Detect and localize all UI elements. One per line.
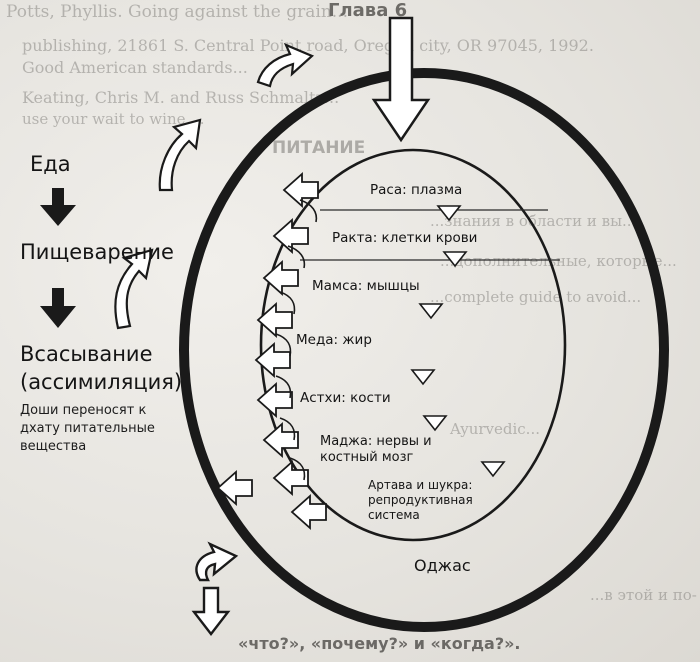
arrow-out-3 xyxy=(262,259,299,297)
bleed-chapter-heading: Глава 6 xyxy=(328,0,408,21)
outer-ring xyxy=(179,68,669,632)
bleed-line-2: publishing, 21861 S. Central Point road,… xyxy=(22,36,594,55)
arrow-out-1 xyxy=(282,171,319,209)
arrow-out-5 xyxy=(254,341,291,379)
bleed-line-8: ...complete guide to avoid... xyxy=(430,288,642,306)
flow-label-digestion: Пищеварение xyxy=(20,240,174,264)
bleed-line-9: Ayurvedic... xyxy=(450,420,540,438)
tissue-asthi: Астхи: кости xyxy=(300,390,391,406)
arrow-out-9 xyxy=(290,493,327,531)
rising-arrows xyxy=(114,42,315,330)
bleed-line-5: use your wait to wine ... xyxy=(22,110,205,128)
inner-ring xyxy=(259,148,567,542)
arrow-out-10 xyxy=(216,469,253,507)
bleed-line-1: Potts, Phyllis. Going against the grain.… xyxy=(6,2,348,22)
flow-label-assimilation: (ассимиляция) xyxy=(20,370,183,394)
tissue-artava-shukra: Артава и шукра: репродуктивная система xyxy=(368,478,473,522)
bleed-line-11: «что?», «почему?» и «когда?». xyxy=(238,634,521,653)
flow-note-doshas: Доши переносят к дхату питательные вещес… xyxy=(20,403,155,454)
bleed-line-7: ...дополнительные, которые... xyxy=(440,252,677,270)
arrow-out-4 xyxy=(256,301,293,339)
tissue-rakta: Ракта: клетки крови xyxy=(332,230,478,246)
tissue-mamsa: Мамса: мышцы xyxy=(312,278,420,294)
inner-arrow-4 xyxy=(410,369,436,386)
exit-arrow xyxy=(191,541,239,636)
bleed-line-4: Keating, Chris M. and Russ Schmaltz... xyxy=(22,88,340,107)
bleed-section-heading: ПИТАНИЕ xyxy=(272,138,366,158)
link-arcs xyxy=(275,199,318,481)
inner-down-arrows xyxy=(410,205,506,478)
arrow-out-2 xyxy=(272,217,309,255)
arrow-out-6 xyxy=(256,381,293,419)
arrow-out-8 xyxy=(272,459,309,497)
outgoing-arrows xyxy=(216,171,327,531)
bleed-line-3: Good American standards... xyxy=(22,58,248,77)
flow-label-food: Еда xyxy=(30,152,71,176)
tissue-majja: Маджа: нервы и костный мозг xyxy=(320,434,432,465)
entry-arrow xyxy=(371,16,431,143)
flow-label-absorption: Всасывание xyxy=(20,342,153,366)
ojas-label: Оджас xyxy=(414,556,471,575)
down-arrow-digestion xyxy=(40,288,76,328)
tissue-divider-lines xyxy=(300,209,560,261)
inner-arrow-1 xyxy=(436,205,462,222)
inner-arrow-2 xyxy=(442,251,468,268)
tissue-meda: Меда: жир xyxy=(296,332,372,348)
down-arrow-food xyxy=(40,188,76,226)
arrow-out-7 xyxy=(262,421,299,459)
tissue-rasa: Раса: плазма xyxy=(370,182,463,198)
inner-arrow-5 xyxy=(422,415,448,432)
inner-arrow-3 xyxy=(418,303,444,320)
bleed-line-6: ...знания в области и вы... xyxy=(430,212,637,230)
inner-arrow-6 xyxy=(480,461,506,478)
bleed-line-10: ...в этой и по- xyxy=(590,586,697,604)
